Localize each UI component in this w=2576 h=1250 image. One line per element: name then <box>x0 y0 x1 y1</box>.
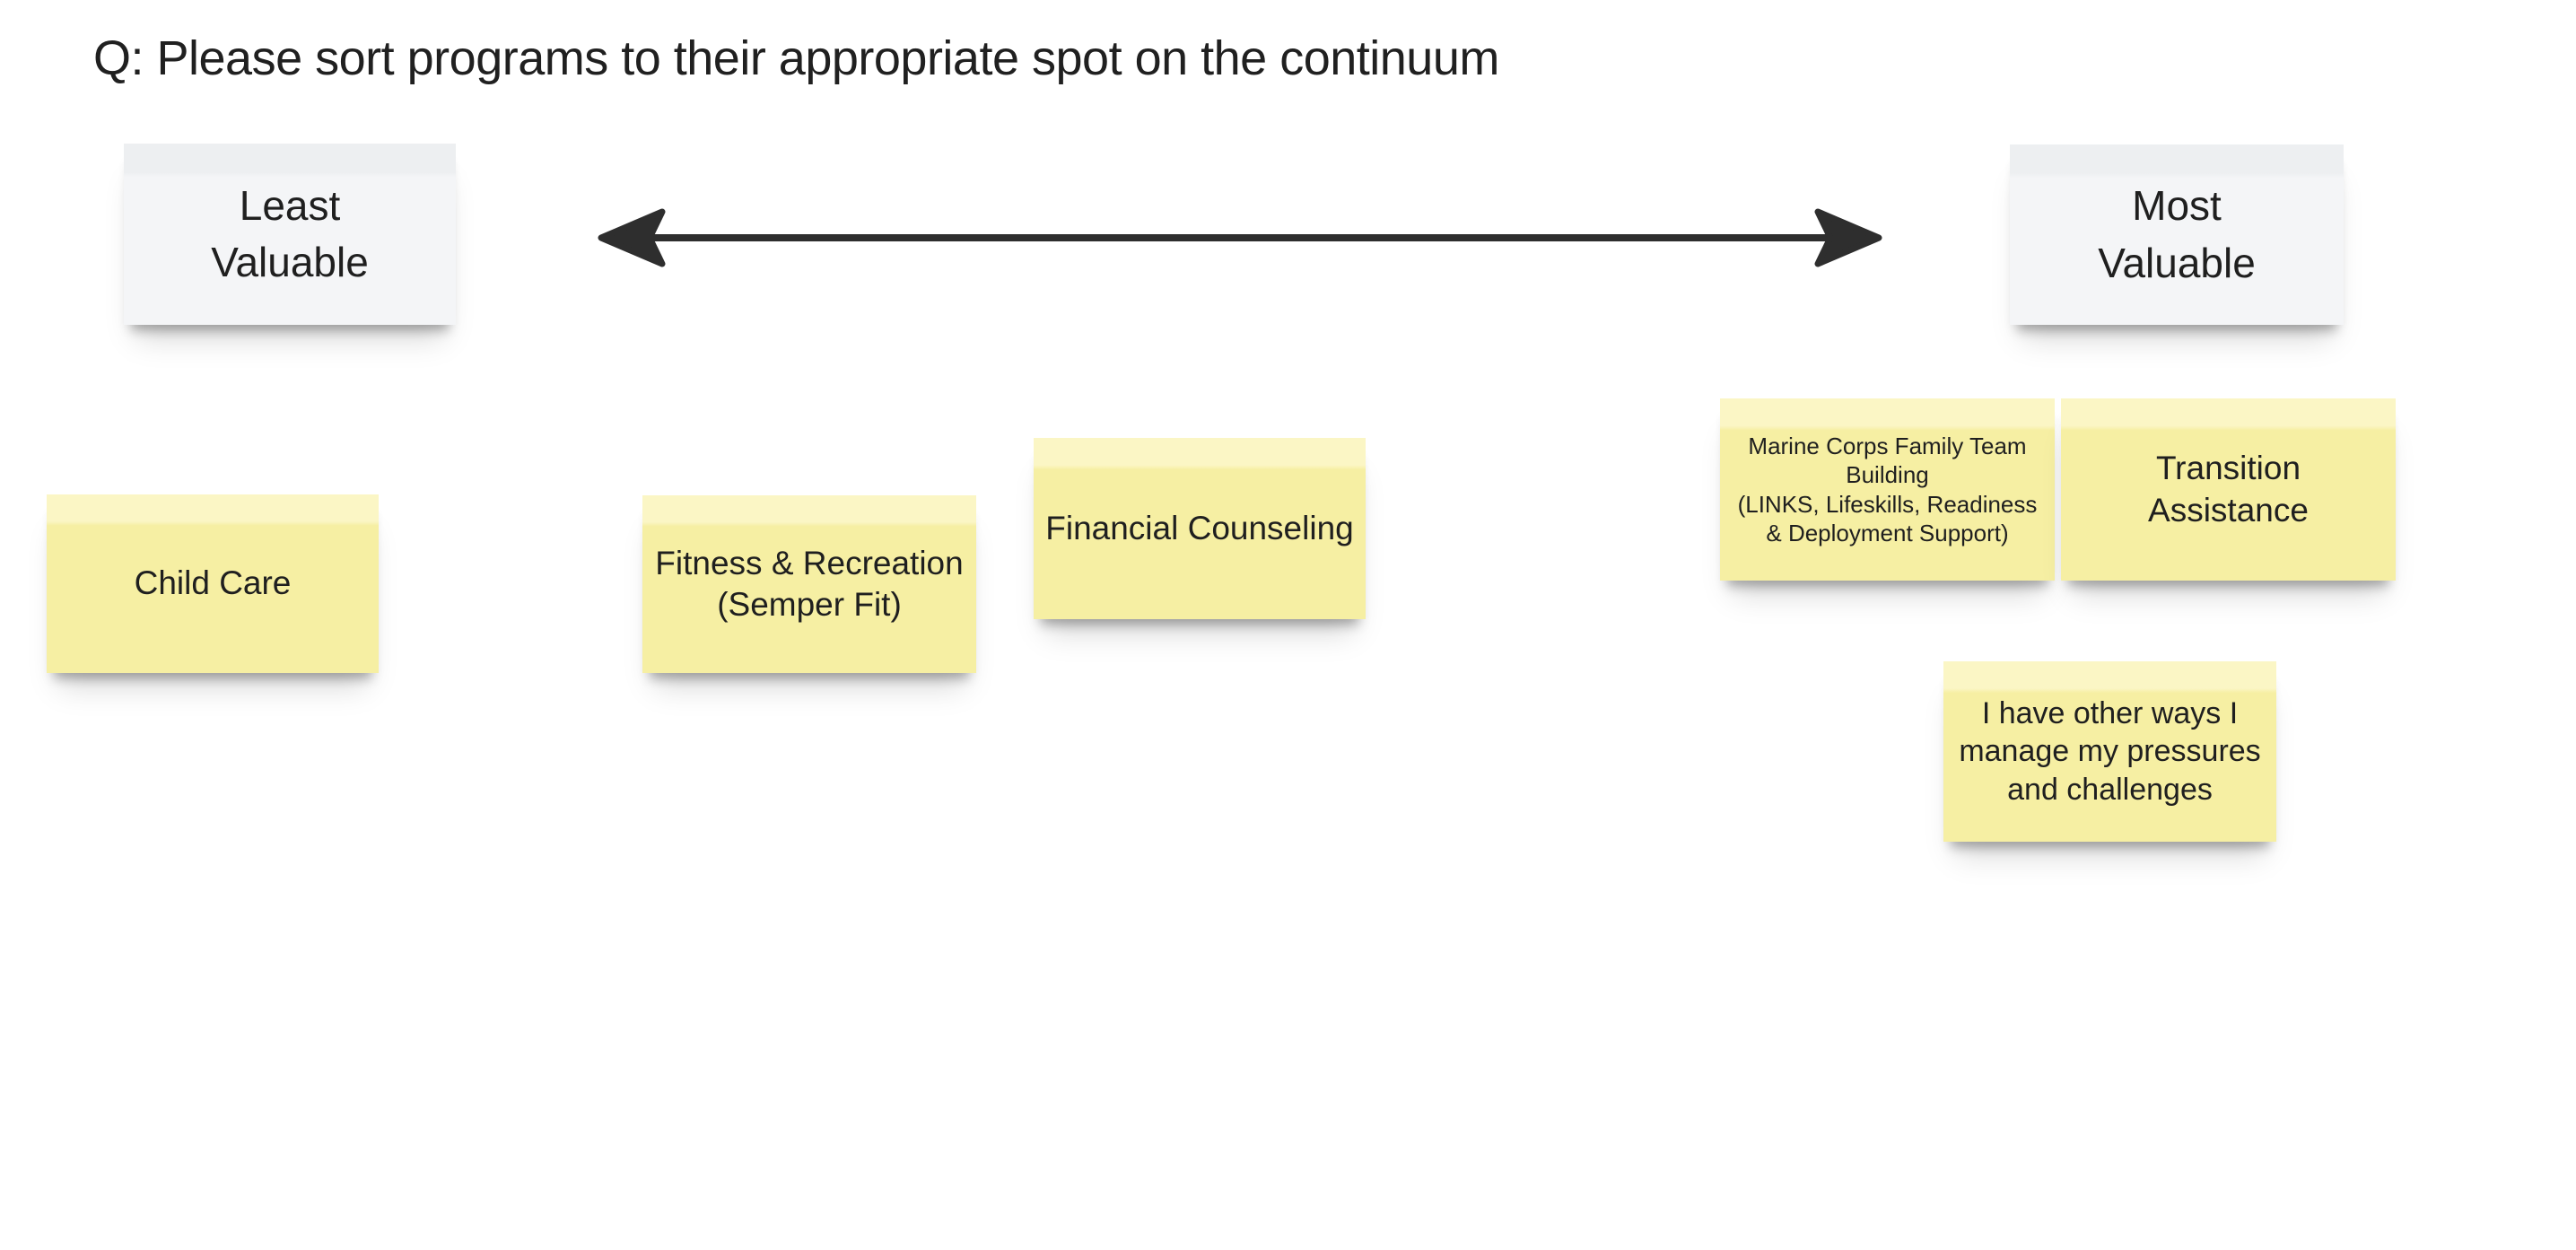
sticky-note-transition-assistance[interactable]: Transition Assistance <box>2061 398 2396 581</box>
sticky-note-other-ways[interactable]: I have other ways I manage my pressures … <box>1943 661 2276 842</box>
sticky-note-label: Transition Assistance <box>2148 450 2309 529</box>
sticky-note-label: Most Valuable <box>2098 182 2256 286</box>
sticky-note-label: Fitness & Recreation (Semper Fit) <box>655 544 964 623</box>
sticky-note-label: Marine Corps Family Team Building (LINKS… <box>1737 432 2038 547</box>
sticky-note-child-care[interactable]: Child Care <box>47 494 379 673</box>
sticky-note-label: I have other ways I manage my pressures … <box>1959 696 2261 807</box>
sticky-note-financial-counseling[interactable]: Financial Counseling <box>1034 438 1366 619</box>
sticky-note-label: Least Valuable <box>211 181 369 285</box>
sticky-note-least-valuable[interactable]: Least Valuable <box>124 144 456 325</box>
sticky-note-label: Financial Counseling <box>1045 509 1354 546</box>
sticky-note-marine-corps-family-team-building[interactable]: Marine Corps Family Team Building (LINKS… <box>1720 398 2055 581</box>
sticky-note-fitness-recreation[interactable]: Fitness & Recreation (Semper Fit) <box>642 495 976 673</box>
continuum-double-arrow[interactable] <box>596 208 1884 267</box>
sticky-note-label: Child Care <box>134 564 292 602</box>
arrowhead-right-icon <box>1814 208 1882 267</box>
board-question-title: Q: Please sort programs to their appropr… <box>93 31 1499 85</box>
arrowhead-left-icon <box>598 208 666 267</box>
sticky-note-most-valuable[interactable]: Most Valuable <box>2010 144 2344 325</box>
